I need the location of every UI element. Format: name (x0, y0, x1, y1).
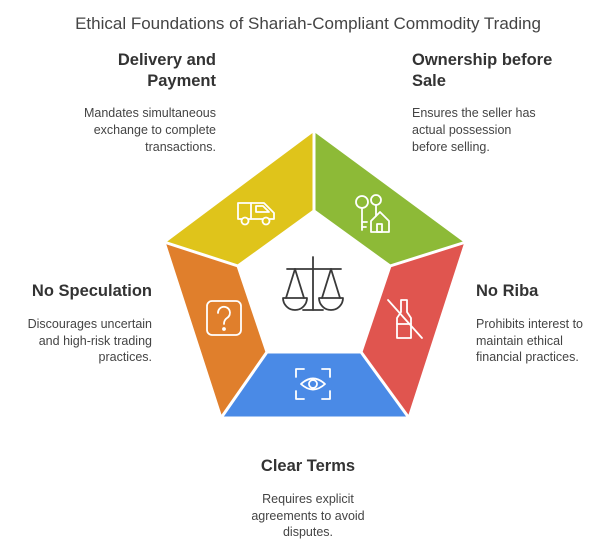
segment-no-speculation (164, 242, 267, 418)
description-line: maintain ethical (476, 333, 563, 348)
description-line: actual possession (412, 123, 512, 138)
section-title-line: Delivery and (117, 51, 216, 69)
segment-no-riba (361, 242, 466, 418)
description-line: Prohibits interest to (476, 316, 583, 331)
diagram-title: Ethical Foundations of Shariah-Compliant… (75, 14, 541, 33)
section-no-speculation-title: No Speculation (10, 281, 152, 302)
no-bottle-icon (387, 299, 423, 339)
description-line: transactions. (145, 140, 216, 154)
segment-ownership (314, 130, 466, 266)
section-no-speculation-description: Discourages uncertain and high-risk trad… (10, 316, 152, 367)
section-title-line: No Riba (476, 282, 539, 300)
section-no-speculation: No Speculation Discourages uncertain and… (10, 281, 152, 366)
section-title-line: Sale (412, 71, 446, 90)
segment-delivery (164, 130, 314, 266)
section-delivery: Delivery and Payment Mandates simultaneo… (40, 50, 216, 156)
question-icon (206, 300, 242, 336)
description-line: financial practices. (476, 350, 579, 365)
section-no-riba-title: No Riba (476, 281, 612, 302)
section-title-line: Clear Terms (260, 457, 356, 475)
delivery-truck-icon (237, 202, 275, 226)
description-line: agreements to avoid (251, 508, 365, 523)
description-line: Discourages uncertain (27, 316, 152, 331)
section-delivery-title: Delivery and Payment (40, 50, 216, 91)
section-title-line: No Speculation (31, 282, 152, 300)
section-title-line: Payment (147, 71, 216, 90)
section-clear-terms-title: Clear Terms (208, 456, 408, 477)
description-line: Mandates simultaneous (83, 106, 216, 121)
description-line: and high-risk trading (38, 333, 152, 348)
description-line: Requires explicit (262, 491, 354, 506)
description-line: Ensures the seller has (412, 106, 536, 121)
section-ownership-description: Ensures the seller has actual possession… (412, 105, 602, 156)
description-line: practices. (98, 350, 153, 365)
section-no-riba: No Riba Prohibits interest to maintain e… (476, 281, 612, 366)
segment-clear-terms (221, 352, 409, 418)
section-ownership: Ownership before Sale Ensures the seller… (412, 50, 602, 156)
section-ownership-title: Ownership before Sale (412, 50, 602, 91)
description-line: disputes. (282, 525, 334, 540)
scales-icon (282, 256, 344, 311)
section-clear-terms-description: Requires explicit agreements to avoid di… (208, 491, 408, 542)
section-delivery-description: Mandates simultaneous exchange to comple… (40, 105, 216, 156)
section-title-line: Ownership before (412, 51, 553, 69)
center-pentagon (238, 211, 390, 352)
description-line: before selling. (412, 140, 490, 154)
eye-icon (295, 368, 331, 400)
section-clear-terms: Clear Terms Requires explicit agreements… (208, 456, 408, 541)
description-line: exchange to complete (93, 123, 216, 138)
keys-house-icon (355, 194, 390, 233)
section-no-riba-description: Prohibits interest to maintain ethical f… (476, 316, 612, 367)
